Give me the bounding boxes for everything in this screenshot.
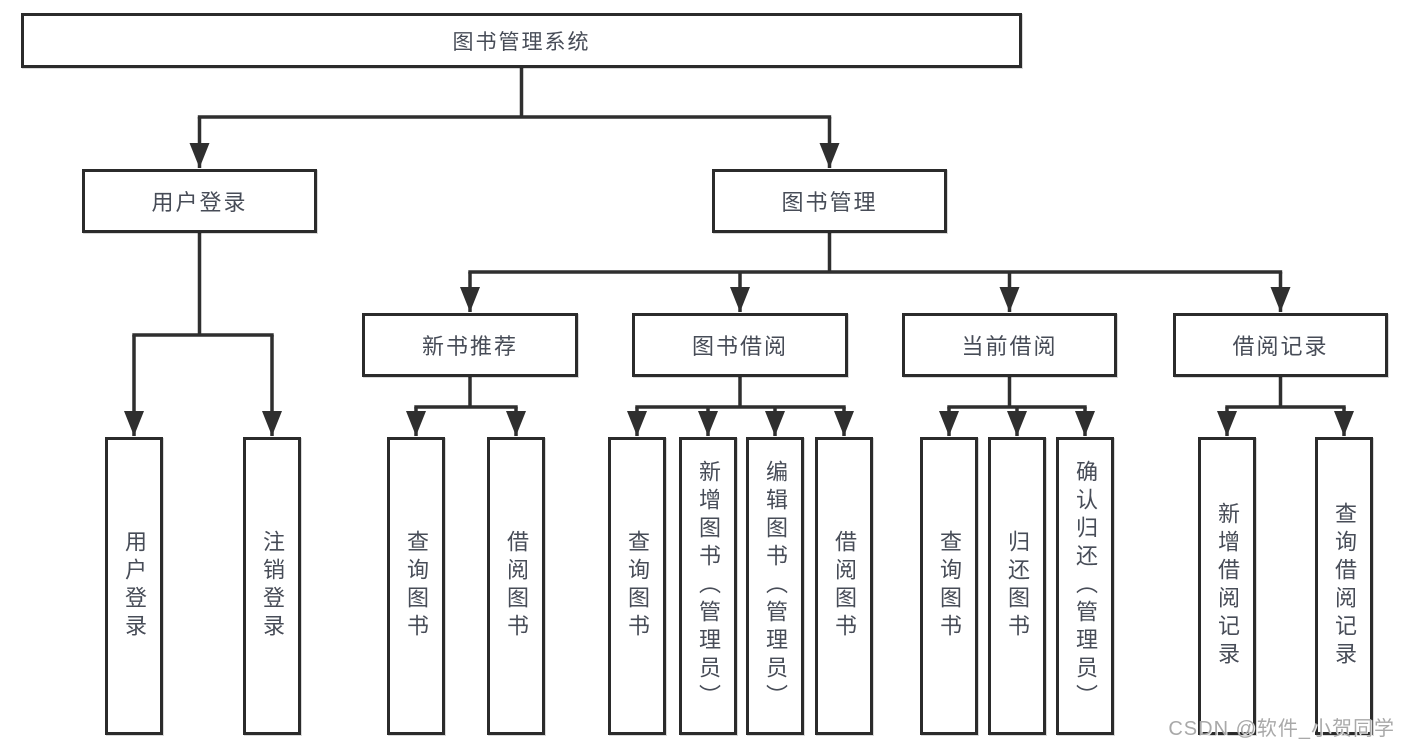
leaf-record-add-record: 新增借阅记录	[1198, 437, 1256, 735]
leaf-current-query-book: 查询图书	[920, 437, 978, 735]
leaf-current-return-book: 归还图书	[988, 437, 1046, 735]
node-new-book-recommend: 新书推荐	[362, 313, 578, 377]
leaf-logout: 注销登录	[243, 437, 301, 735]
csdn-watermark: CSDN @软件_小贺同学	[1168, 718, 1395, 740]
leaf-record-query-record: 查询借阅记录	[1315, 437, 1373, 735]
leaf-user-login: 用户登录	[105, 437, 163, 735]
leaf-borrow-query-book: 查询图书	[608, 437, 666, 735]
leaf-current-confirm-return-admin: 确认归还（管理员）	[1056, 437, 1114, 735]
leaf-newbook-borrow-book: 借阅图书	[487, 437, 545, 735]
leaf-borrow-edit-book-admin: 编辑图书（管理员）	[746, 437, 804, 735]
leaf-borrow-borrow-book: 借阅图书	[815, 437, 873, 735]
node-root-system: 图书管理系统	[21, 13, 1022, 68]
node-book-management: 图书管理	[712, 169, 947, 233]
node-borrow-record: 借阅记录	[1173, 313, 1388, 377]
node-user-login: 用户登录	[82, 169, 317, 233]
leaf-borrow-add-book-admin: 新增图书（管理员）	[679, 437, 737, 735]
node-book-borrow: 图书借阅	[632, 313, 848, 377]
leaf-newbook-query-book: 查询图书	[387, 437, 445, 735]
node-current-borrow: 当前借阅	[902, 313, 1117, 377]
